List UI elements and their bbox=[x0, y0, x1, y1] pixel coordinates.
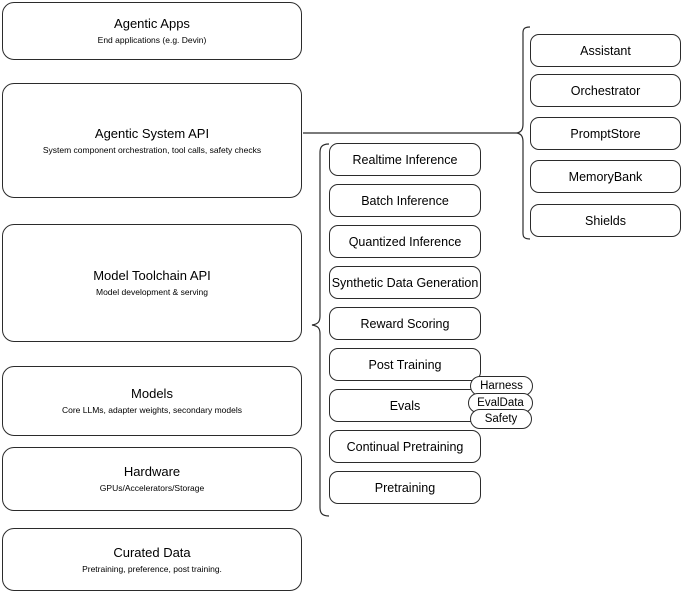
agentic-component-assistant[interactable]: Assistant bbox=[530, 34, 681, 67]
layer-title: Models bbox=[131, 386, 173, 401]
capability-reward-scoring[interactable]: Reward Scoring bbox=[329, 307, 481, 340]
capability-label: Continual Pretraining bbox=[346, 439, 464, 454]
layer-model-toolchain-api[interactable]: Model Toolchain API Model development & … bbox=[2, 224, 302, 342]
layer-subtitle: GPUs/Accelerators/Storage bbox=[99, 483, 205, 493]
layer-subtitle: System component orchestration, tool cal… bbox=[42, 144, 262, 155]
capability-pretraining[interactable]: Pretraining bbox=[329, 471, 481, 504]
agentic-component-label: Orchestrator bbox=[570, 83, 641, 98]
capability-synthetic-data-generation[interactable]: Synthetic Data Generation bbox=[329, 266, 481, 299]
agentic-component-label: Assistant bbox=[580, 43, 631, 58]
capability-label: Pretraining bbox=[374, 480, 436, 495]
agentic-component-label: PromptStore bbox=[570, 126, 641, 141]
capability-label: Batch Inference bbox=[361, 193, 449, 208]
layer-title: Curated Data bbox=[113, 544, 191, 560]
capability-label: Realtime Inference bbox=[352, 152, 458, 167]
agentic-component-promptstore[interactable]: PromptStore bbox=[530, 117, 681, 150]
capability-label: Quantized Inference bbox=[348, 234, 462, 249]
agentic-component-shields[interactable]: Shields bbox=[530, 204, 681, 237]
layer-subtitle: End applications (e.g. Devin) bbox=[97, 35, 207, 45]
capability-label: Reward Scoring bbox=[360, 316, 450, 331]
layer-hardware[interactable]: Hardware GPUs/Accelerators/Storage bbox=[2, 447, 302, 511]
layer-agentic-apps[interactable]: Agentic Apps End applications (e.g. Devi… bbox=[2, 2, 302, 60]
capability-quantized-inference[interactable]: Quantized Inference bbox=[329, 225, 481, 258]
capability-label: Synthetic Data Generation bbox=[331, 275, 479, 290]
layer-title: Model Toolchain API bbox=[93, 268, 211, 283]
capability-label: Evals bbox=[389, 398, 421, 413]
capability-realtime-inference[interactable]: Realtime Inference bbox=[329, 143, 481, 176]
capability-label: Post Training bbox=[368, 357, 442, 372]
layer-subtitle: Pretraining, preference, post training. bbox=[82, 563, 222, 574]
layer-agentic-system-api[interactable]: Agentic System API System component orch… bbox=[2, 83, 302, 198]
layer-subtitle: Core LLMs, adapter weights, secondary mo… bbox=[61, 405, 242, 415]
brace-toolchain-capabilities bbox=[311, 143, 330, 517]
capability-batch-inference[interactable]: Batch Inference bbox=[329, 184, 481, 217]
capability-continual-pretraining[interactable]: Continual Pretraining bbox=[329, 430, 481, 463]
evals-subcomponent-label: Harness bbox=[480, 379, 523, 392]
capability-post-training[interactable]: Post Training bbox=[329, 348, 481, 381]
evals-subcomponent-label: Safety bbox=[484, 412, 518, 425]
layer-models[interactable]: Models Core LLMs, adapter weights, secon… bbox=[2, 366, 302, 436]
layer-title: Hardware bbox=[123, 464, 181, 479]
agentic-component-orchestrator[interactable]: Orchestrator bbox=[530, 74, 681, 107]
agentic-component-label: MemoryBank bbox=[568, 169, 643, 184]
layer-title: Agentic Apps bbox=[114, 16, 190, 31]
layer-curated-data[interactable]: Curated Data Pretraining, preference, po… bbox=[2, 528, 302, 591]
brace-agentic-system-components bbox=[516, 26, 531, 240]
agentic-component-label: Shields bbox=[585, 213, 626, 228]
agentic-component-memorybank[interactable]: MemoryBank bbox=[530, 160, 681, 193]
layer-subtitle: Model development & serving bbox=[96, 287, 208, 297]
evals-subcomponent-label: EvalData bbox=[477, 396, 524, 409]
layer-title: Agentic System API bbox=[94, 125, 210, 141]
capability-evals[interactable]: Evals bbox=[329, 389, 481, 422]
evals-subcomponent-safety[interactable]: Safety bbox=[470, 409, 532, 429]
